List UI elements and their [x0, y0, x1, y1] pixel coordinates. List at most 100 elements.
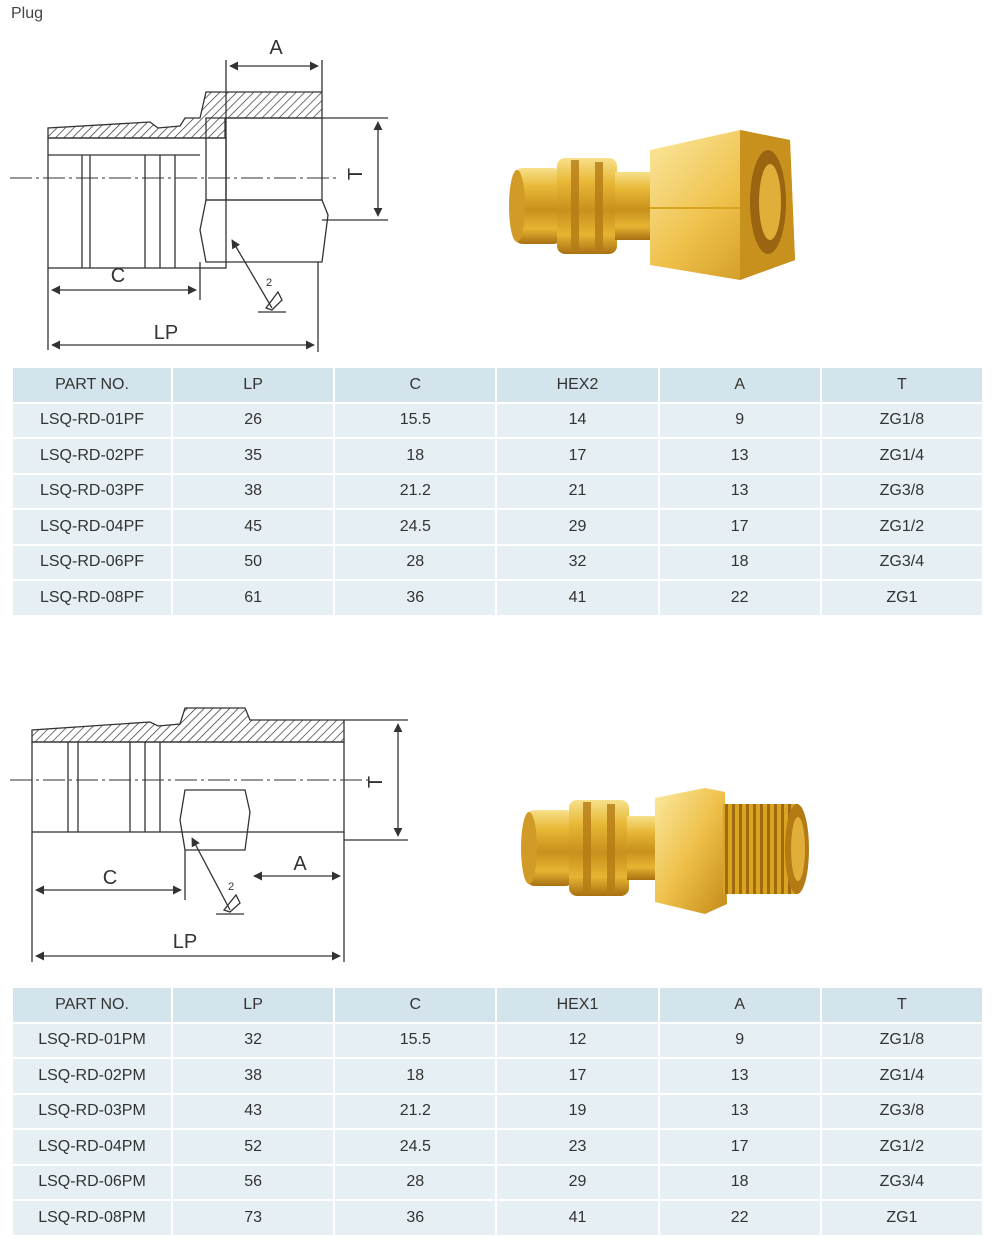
cell-c: 15.5: [335, 1023, 496, 1057]
cell-lp: 50: [173, 545, 334, 579]
dim-t-label: T: [345, 168, 367, 180]
dim-lp-label: LP: [154, 322, 178, 344]
table-row: LSQ-RD-02PM 38 18 17 13 ZG1/4: [13, 1059, 982, 1093]
hex-size-label: 2: [228, 881, 234, 893]
col-header-a: A: [659, 368, 820, 402]
cell-t: ZG1/8: [821, 1023, 982, 1057]
cell-c: 24.5: [335, 1130, 496, 1164]
col-header-hex: HEX1: [497, 988, 658, 1022]
cell-t: ZG3/8: [821, 1094, 982, 1128]
cell-hex: 29: [497, 510, 658, 544]
cell-c: 28: [335, 1165, 496, 1199]
cell-a: 22: [659, 581, 820, 615]
cell-a: 13: [659, 1059, 820, 1093]
table-row: LSQ-RD-06PM 56 28 29 18 ZG3/4: [13, 1165, 982, 1199]
cell-part-no: LSQ-RD-03PM: [13, 1094, 171, 1128]
cell-a: 9: [659, 403, 820, 437]
cell-lp: 73: [173, 1201, 334, 1235]
cell-part-no: LSQ-RD-08PM: [13, 1201, 171, 1235]
cell-t: ZG1: [821, 1201, 982, 1235]
cell-lp: 26: [173, 403, 334, 437]
cell-t: ZG1/4: [821, 439, 982, 473]
cell-part-no: LSQ-RD-03PF: [13, 474, 171, 508]
cell-hex: 17: [497, 439, 658, 473]
cell-a: 17: [659, 1130, 820, 1164]
table-row: LSQ-RD-08PM 73 36 41 22 ZG1: [13, 1201, 982, 1235]
cell-part-no: LSQ-RD-01PM: [13, 1023, 171, 1057]
cell-t: ZG1/8: [821, 403, 982, 437]
cell-hex: 41: [497, 581, 658, 615]
col-header-t: T: [821, 368, 982, 402]
cell-lp: 61: [173, 581, 334, 615]
table-row: LSQ-RD-01PF 26 15.5 14 9 ZG1/8: [13, 403, 982, 437]
cell-c: 15.5: [335, 403, 496, 437]
dim-a-label: A: [293, 853, 307, 875]
table-row: LSQ-RD-04PF 45 24.5 29 17 ZG1/2: [13, 510, 982, 544]
col-header-part-no: PART NO.: [13, 988, 171, 1022]
table-row: LSQ-RD-08PF 61 36 41 22 ZG1: [13, 581, 982, 615]
table-row: LSQ-RD-01PM 32 15.5 12 9 ZG1/8: [13, 1023, 982, 1057]
female-plug-spec-table: PART NO. LP C HEX2 A T LSQ-RD-01PF 26 15…: [11, 366, 984, 617]
cell-c: 18: [335, 1059, 496, 1093]
female-plug-diagram: A T C LP 2: [10, 37, 388, 352]
cell-a: 18: [659, 1165, 820, 1199]
male-plug-photo: [521, 788, 809, 914]
cell-part-no: LSQ-RD-02PM: [13, 1059, 171, 1093]
dim-c-label: C: [103, 867, 117, 889]
table-header-row: PART NO. LP C HEX1 A T: [13, 988, 982, 1022]
cell-c: 21.2: [335, 474, 496, 508]
col-header-part-no: PART NO.: [13, 368, 171, 402]
cell-hex: 29: [497, 1165, 658, 1199]
cell-a: 17: [659, 510, 820, 544]
dim-c-label: C: [111, 265, 125, 287]
table-header-row: PART NO. LP C HEX2 A T: [13, 368, 982, 402]
cell-c: 36: [335, 581, 496, 615]
cell-a: 9: [659, 1023, 820, 1057]
cell-lp: 35: [173, 439, 334, 473]
table-row: LSQ-RD-03PF 38 21.2 21 13 ZG3/8: [13, 474, 982, 508]
cell-part-no: LSQ-RD-04PM: [13, 1130, 171, 1164]
cell-lp: 38: [173, 474, 334, 508]
cell-hex: 21: [497, 474, 658, 508]
male-plug-diagram: T A C LP 2: [10, 707, 408, 962]
cell-lp: 56: [173, 1165, 334, 1199]
cell-c: 21.2: [335, 1094, 496, 1128]
table-row: LSQ-RD-02PF 35 18 17 13 ZG1/4: [13, 439, 982, 473]
cell-t: ZG3/4: [821, 1165, 982, 1199]
cell-t: ZG1/2: [821, 510, 982, 544]
table-row: LSQ-RD-03PM 43 21.2 19 13 ZG3/8: [13, 1094, 982, 1128]
cell-part-no: LSQ-RD-08PF: [13, 581, 171, 615]
cell-part-no: LSQ-RD-06PM: [13, 1165, 171, 1199]
cell-part-no: LSQ-RD-01PF: [13, 403, 171, 437]
col-header-c: C: [335, 988, 496, 1022]
dim-t-label: T: [365, 776, 387, 788]
cell-t: ZG3/8: [821, 474, 982, 508]
male-plug-spec-table: PART NO. LP C HEX1 A T LSQ-RD-01PM 32 15…: [11, 986, 984, 1237]
hex-size-label: 2: [266, 277, 272, 289]
dim-a-label: A: [269, 37, 283, 59]
col-header-a: A: [659, 988, 820, 1022]
cell-hex: 14: [497, 403, 658, 437]
cell-hex: 41: [497, 1201, 658, 1235]
cell-c: 28: [335, 545, 496, 579]
table-row: LSQ-RD-04PM 52 24.5 23 17 ZG1/2: [13, 1130, 982, 1164]
cell-lp: 43: [173, 1094, 334, 1128]
col-header-lp: LP: [173, 988, 334, 1022]
cell-hex: 23: [497, 1130, 658, 1164]
col-header-hex: HEX2: [497, 368, 658, 402]
cell-lp: 52: [173, 1130, 334, 1164]
table-row: LSQ-RD-06PF 50 28 32 18 ZG3/4: [13, 545, 982, 579]
cell-a: 18: [659, 545, 820, 579]
cell-c: 18: [335, 439, 496, 473]
col-header-t: T: [821, 988, 982, 1022]
cell-part-no: LSQ-RD-06PF: [13, 545, 171, 579]
cell-a: 22: [659, 1201, 820, 1235]
cell-a: 13: [659, 474, 820, 508]
cell-t: ZG3/4: [821, 545, 982, 579]
cell-part-no: LSQ-RD-04PF: [13, 510, 171, 544]
cell-t: ZG1/4: [821, 1059, 982, 1093]
dim-lp-label: LP: [173, 931, 197, 953]
cell-t: ZG1/2: [821, 1130, 982, 1164]
cell-t: ZG1: [821, 581, 982, 615]
col-header-c: C: [335, 368, 496, 402]
